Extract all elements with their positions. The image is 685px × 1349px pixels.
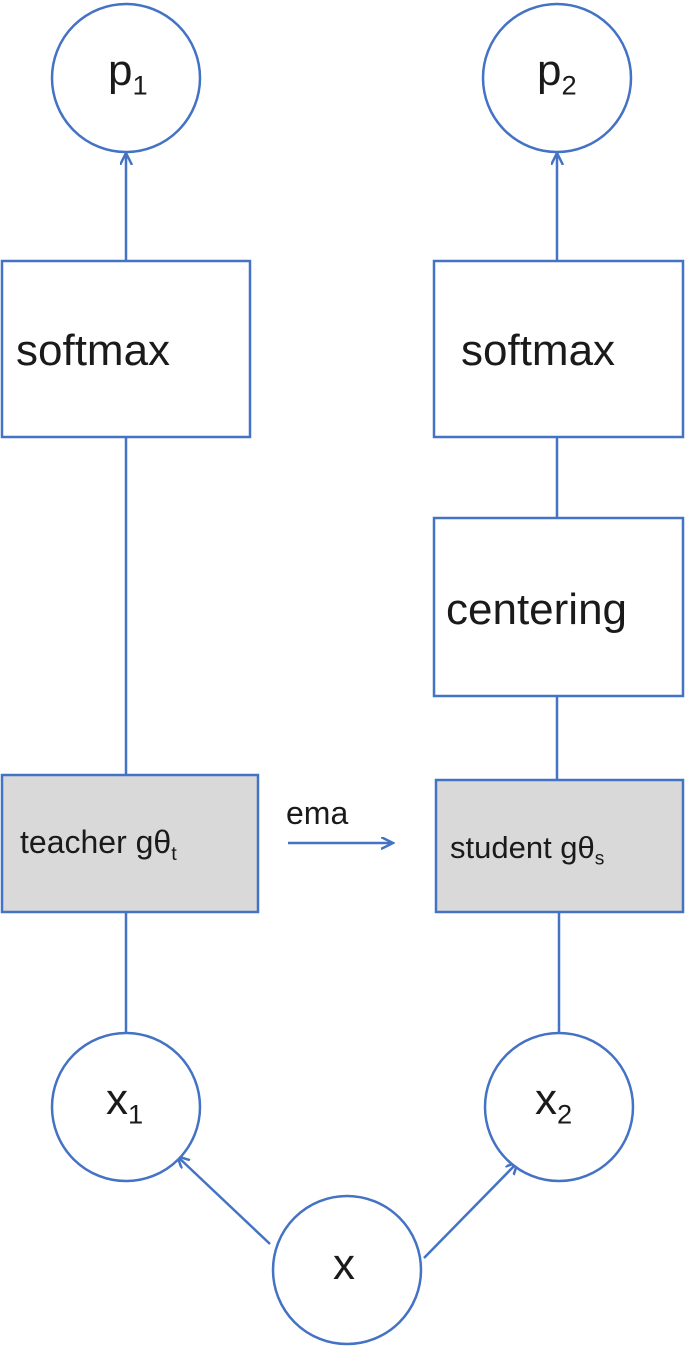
node-x2-label: x2	[535, 1075, 573, 1130]
teacher-box	[0, 773, 260, 914]
edge-x-to-x2	[423, 1163, 517, 1259]
centering-box	[432, 516, 685, 698]
student-box	[434, 778, 685, 914]
node-p1-circle	[50, 2, 202, 154]
student-label: student gθs	[450, 830, 605, 870]
softmax-right-box	[432, 259, 685, 439]
softmax-left-label: softmax	[16, 326, 171, 375]
node-x-circle	[271, 1194, 423, 1346]
node-p2-label: p2	[537, 46, 577, 101]
edge-x-to-x1	[178, 1157, 271, 1245]
node-p1-label: p1	[108, 46, 148, 101]
node-p2-circle	[481, 2, 633, 154]
node-x1-label: x1	[106, 1075, 144, 1130]
softmax-left-box	[0, 259, 252, 439]
centering-label: centering	[446, 585, 628, 634]
node-x1-circle	[50, 1031, 202, 1183]
teacher-label: teacher gθt	[20, 824, 177, 865]
ema-edge-label: ema	[286, 795, 349, 831]
node-x2-circle	[483, 1031, 635, 1183]
node-x-label: x	[333, 1240, 355, 1289]
softmax-right-label: softmax	[461, 326, 616, 375]
